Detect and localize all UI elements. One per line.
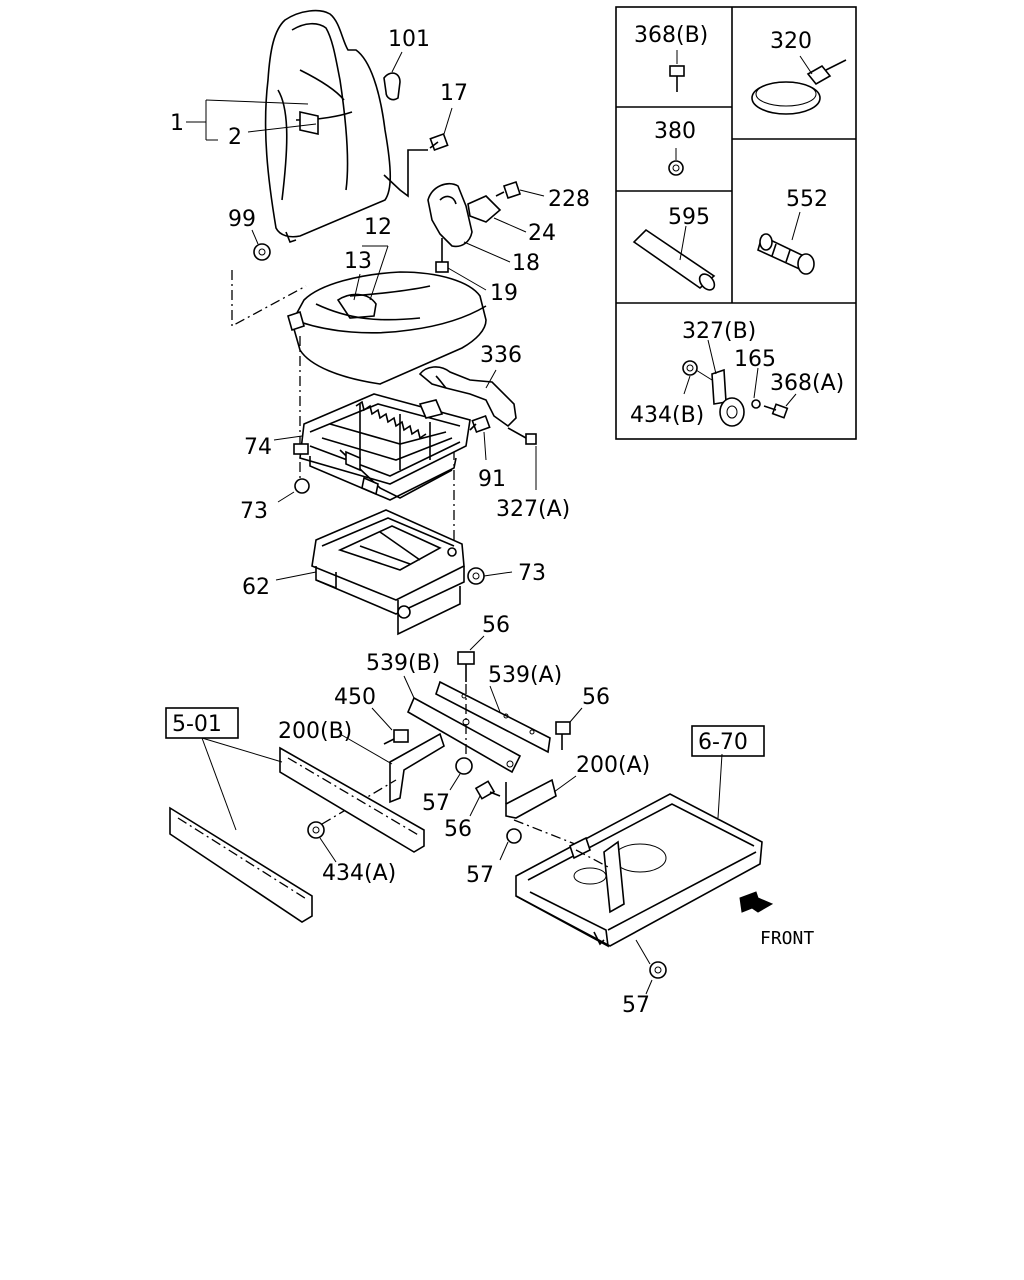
- fitting-552-icon: [757, 211, 815, 275]
- bracket-200b: [339, 732, 445, 804]
- label-1: 1: [170, 111, 184, 136]
- label-2: 2: [228, 125, 242, 150]
- label-56-right: 56: [582, 685, 610, 710]
- nut-57-bottom: [635, 939, 667, 995]
- clip-101: [383, 51, 403, 101]
- part-labels: 1 2 101 17 99 12 13 228 24 18 19 336 74 …: [170, 27, 814, 1018]
- label-13: 13: [344, 249, 372, 274]
- label-57-center: 57: [422, 791, 450, 816]
- label-19: 19: [490, 281, 518, 306]
- crossmember-lower: [169, 806, 313, 923]
- label-434a: 434(A): [322, 861, 396, 886]
- bolt-327a: [507, 427, 537, 490]
- label-228: 228: [548, 187, 590, 212]
- nut-99: [251, 229, 271, 261]
- label-434b: 434(B): [630, 403, 704, 428]
- base-frame-62: [275, 509, 465, 636]
- slide-frame: [273, 393, 471, 501]
- ref-box-6-70: [691, 725, 765, 757]
- ref-box-5-01-leaders: [201, 737, 283, 831]
- label-57-bottom: 57: [622, 993, 650, 1018]
- ref-5-01: 5-01: [172, 712, 222, 737]
- label-101: 101: [388, 27, 430, 52]
- label-200a: 200(A): [576, 753, 650, 778]
- label-539b: 539(B): [366, 651, 440, 676]
- bolt-91: [469, 414, 491, 461]
- bolt-56-lower: [469, 780, 501, 817]
- label-62: 62: [242, 575, 270, 600]
- label-99: 99: [228, 207, 256, 232]
- label-57-lower: 57: [466, 863, 494, 888]
- tube-595-icon: [632, 225, 716, 291]
- label-368b: 368(B): [634, 23, 708, 48]
- label-380: 380: [654, 119, 696, 144]
- label-539a: 539(A): [488, 663, 562, 688]
- label-91: 91: [478, 467, 506, 492]
- nut-57-center: [449, 757, 473, 791]
- front-label: FRONT: [760, 928, 814, 949]
- front-arrow-icon: [739, 891, 774, 913]
- part-74: [277, 443, 310, 503]
- label-56-top: 56: [482, 613, 510, 638]
- bracket-200a: [505, 775, 577, 819]
- label-56-lower: 56: [444, 817, 472, 842]
- nut-380-icon: [668, 148, 684, 176]
- floor-panel: [515, 753, 763, 948]
- parts-inset-table: [615, 6, 857, 440]
- inset-labels: 368(B) 320 380 595 552 327(B) 165 368(A)…: [630, 23, 844, 428]
- bracket-336: [418, 366, 517, 428]
- rail-539a: [435, 680, 551, 754]
- crossmember-upper: [279, 746, 425, 853]
- label-336: 336: [480, 343, 522, 368]
- label-368a: 368(A): [770, 371, 844, 396]
- screw-368b-icon: [669, 50, 685, 92]
- label-12: 12: [364, 215, 392, 240]
- ref-box-5-01: [165, 707, 239, 739]
- label-200b: 200(B): [278, 719, 352, 744]
- nut-57-lower: [499, 819, 581, 861]
- label-552: 552: [786, 187, 828, 212]
- bracket-18: [427, 180, 545, 291]
- clamp-320-icon: [751, 55, 847, 115]
- label-73-right: 73: [518, 561, 546, 586]
- label-320: 320: [770, 29, 812, 54]
- leader-lines: [186, 99, 317, 141]
- label-73-left: 73: [240, 499, 268, 524]
- rail-539b: [403, 675, 522, 774]
- seat-cushion: [287, 245, 487, 385]
- label-327b: 327(B): [682, 319, 756, 344]
- label-165: 165: [734, 347, 776, 372]
- bolt-56-top: [457, 635, 485, 760]
- label-595: 595: [668, 205, 710, 230]
- bolt-450: [371, 707, 409, 745]
- label-17: 17: [440, 81, 468, 106]
- nut-73-right: [467, 567, 513, 585]
- label-18: 18: [512, 251, 540, 276]
- bracket-327b-icon: [682, 339, 797, 427]
- label-74: 74: [244, 435, 272, 460]
- guide-line-left: [231, 270, 307, 328]
- ref-6-70: 6-70: [698, 730, 748, 755]
- bolt-56-right: [555, 707, 583, 750]
- bolt-17: [429, 107, 453, 152]
- seat-back: [264, 9, 428, 243]
- label-327a: 327(A): [496, 497, 570, 522]
- label-24: 24: [528, 221, 556, 246]
- label-450: 450: [334, 685, 376, 710]
